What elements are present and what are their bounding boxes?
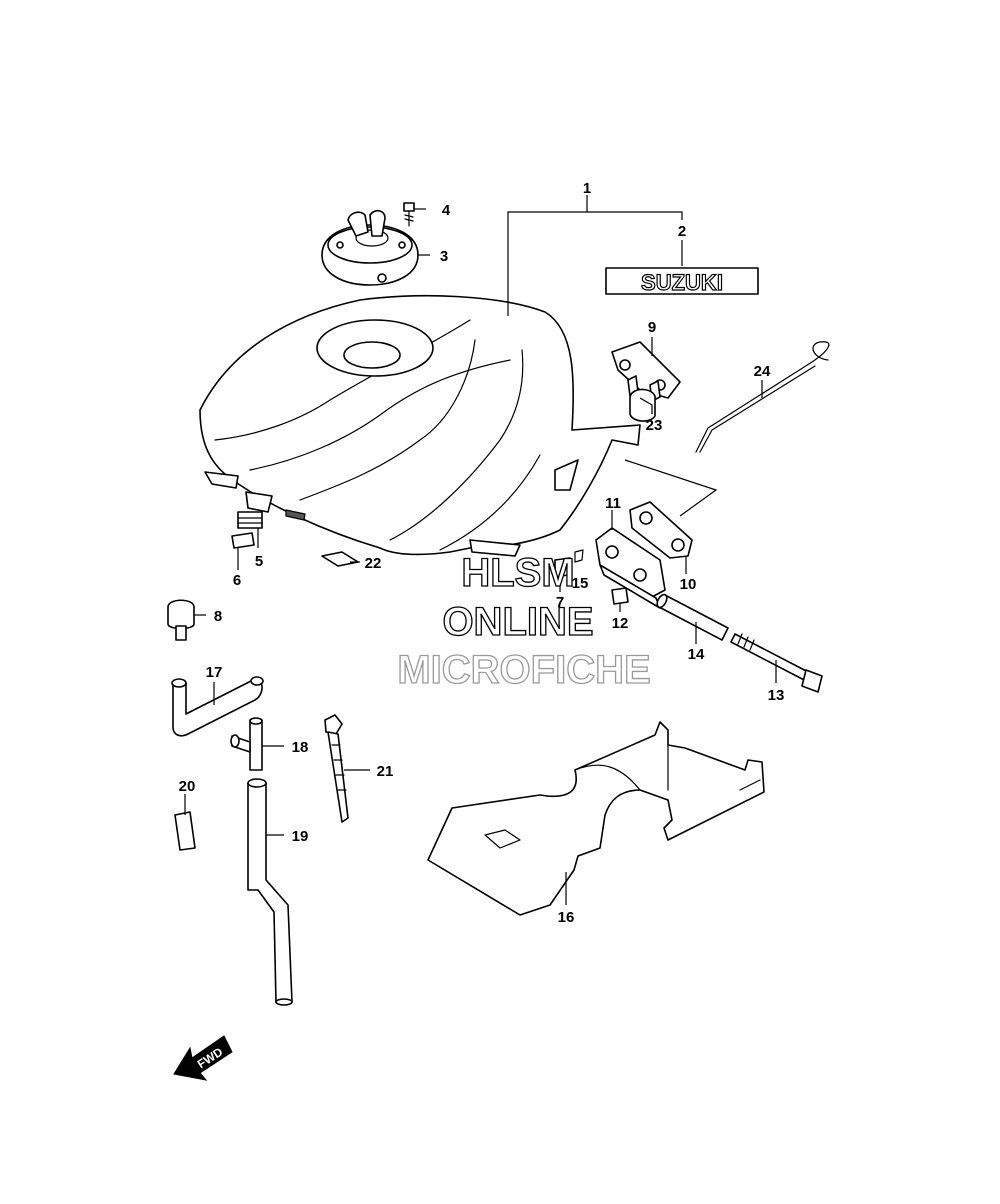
bolt-part-13 xyxy=(730,633,823,693)
fwd-arrow-icon: FWD xyxy=(173,1035,233,1081)
cable-tie-part-21 xyxy=(324,714,349,823)
callout-21: 21 xyxy=(377,763,394,780)
callout-5: 5 xyxy=(255,553,263,570)
leader-lines xyxy=(184,195,777,905)
callout-20: 20 xyxy=(179,778,196,795)
washer-part-6 xyxy=(231,532,255,549)
tee-joint-part-18 xyxy=(230,717,263,771)
bracket-group-lines xyxy=(624,459,718,517)
watermark-line-2: ONLINE xyxy=(442,600,593,644)
callout-19: 19 xyxy=(292,828,309,845)
damper-part-5 xyxy=(237,511,263,529)
fuel-tank-part-1 xyxy=(199,294,641,557)
callout-11: 11 xyxy=(605,495,621,512)
heat-shield-part-16 xyxy=(427,721,765,916)
label-sticker-part-22 xyxy=(321,551,359,567)
callout-9: 9 xyxy=(648,319,656,336)
spring-clip-part-15 xyxy=(574,549,584,563)
leader-1 xyxy=(507,195,588,316)
callout-1: 1 xyxy=(583,180,591,197)
drain-hose-part-19 xyxy=(247,778,293,1006)
leader-23 xyxy=(639,397,653,414)
callout-18: 18 xyxy=(292,739,309,756)
decal-text: SUZUKI xyxy=(641,270,723,295)
callout-24: 24 xyxy=(754,363,771,380)
cushion-part-23 xyxy=(629,388,656,422)
callout-15: 15 xyxy=(572,575,589,592)
callout-16: 16 xyxy=(558,909,575,926)
callout-8: 8 xyxy=(214,608,222,625)
callout-14: 14 xyxy=(688,646,705,663)
suzuki-decal-part-2: SUZUKI xyxy=(605,267,759,296)
cushion-part-8 xyxy=(167,599,195,641)
callout-4: 4 xyxy=(442,202,451,219)
callout-17: 17 xyxy=(206,664,223,681)
callout-3: 3 xyxy=(440,248,448,265)
callout-10: 10 xyxy=(680,576,697,593)
pad-part-20 xyxy=(174,811,196,851)
hinge-part-11 xyxy=(595,527,666,609)
callout-13: 13 xyxy=(768,687,785,704)
watermark-line-3: MICROFICHE xyxy=(397,648,650,692)
callouts: 1 2 3 4 5 6 7 8 9 10 11 12 13 14 15 16 1… xyxy=(179,180,785,926)
watermark: HLSM ONLINE MICROFICHE xyxy=(397,550,652,692)
fuel-cap-part-3 xyxy=(321,209,419,286)
callout-7: 7 xyxy=(556,594,564,611)
breather-hose-part-17 xyxy=(171,676,264,737)
callout-22: 22 xyxy=(365,555,382,572)
watermark-line-1: HLSM xyxy=(461,551,574,595)
screw-part-4 xyxy=(403,202,415,227)
callout-6: 6 xyxy=(233,572,241,589)
callout-12: 12 xyxy=(612,615,629,632)
rod-part-24 xyxy=(695,341,830,453)
callout-2: 2 xyxy=(678,223,686,240)
callout-23: 23 xyxy=(646,417,663,434)
clip-part-7 xyxy=(554,557,571,578)
bracket-part-10 xyxy=(629,501,693,559)
nut-part-12 xyxy=(611,587,629,605)
leader-2 xyxy=(587,211,683,220)
collar-part-14 xyxy=(656,593,729,641)
